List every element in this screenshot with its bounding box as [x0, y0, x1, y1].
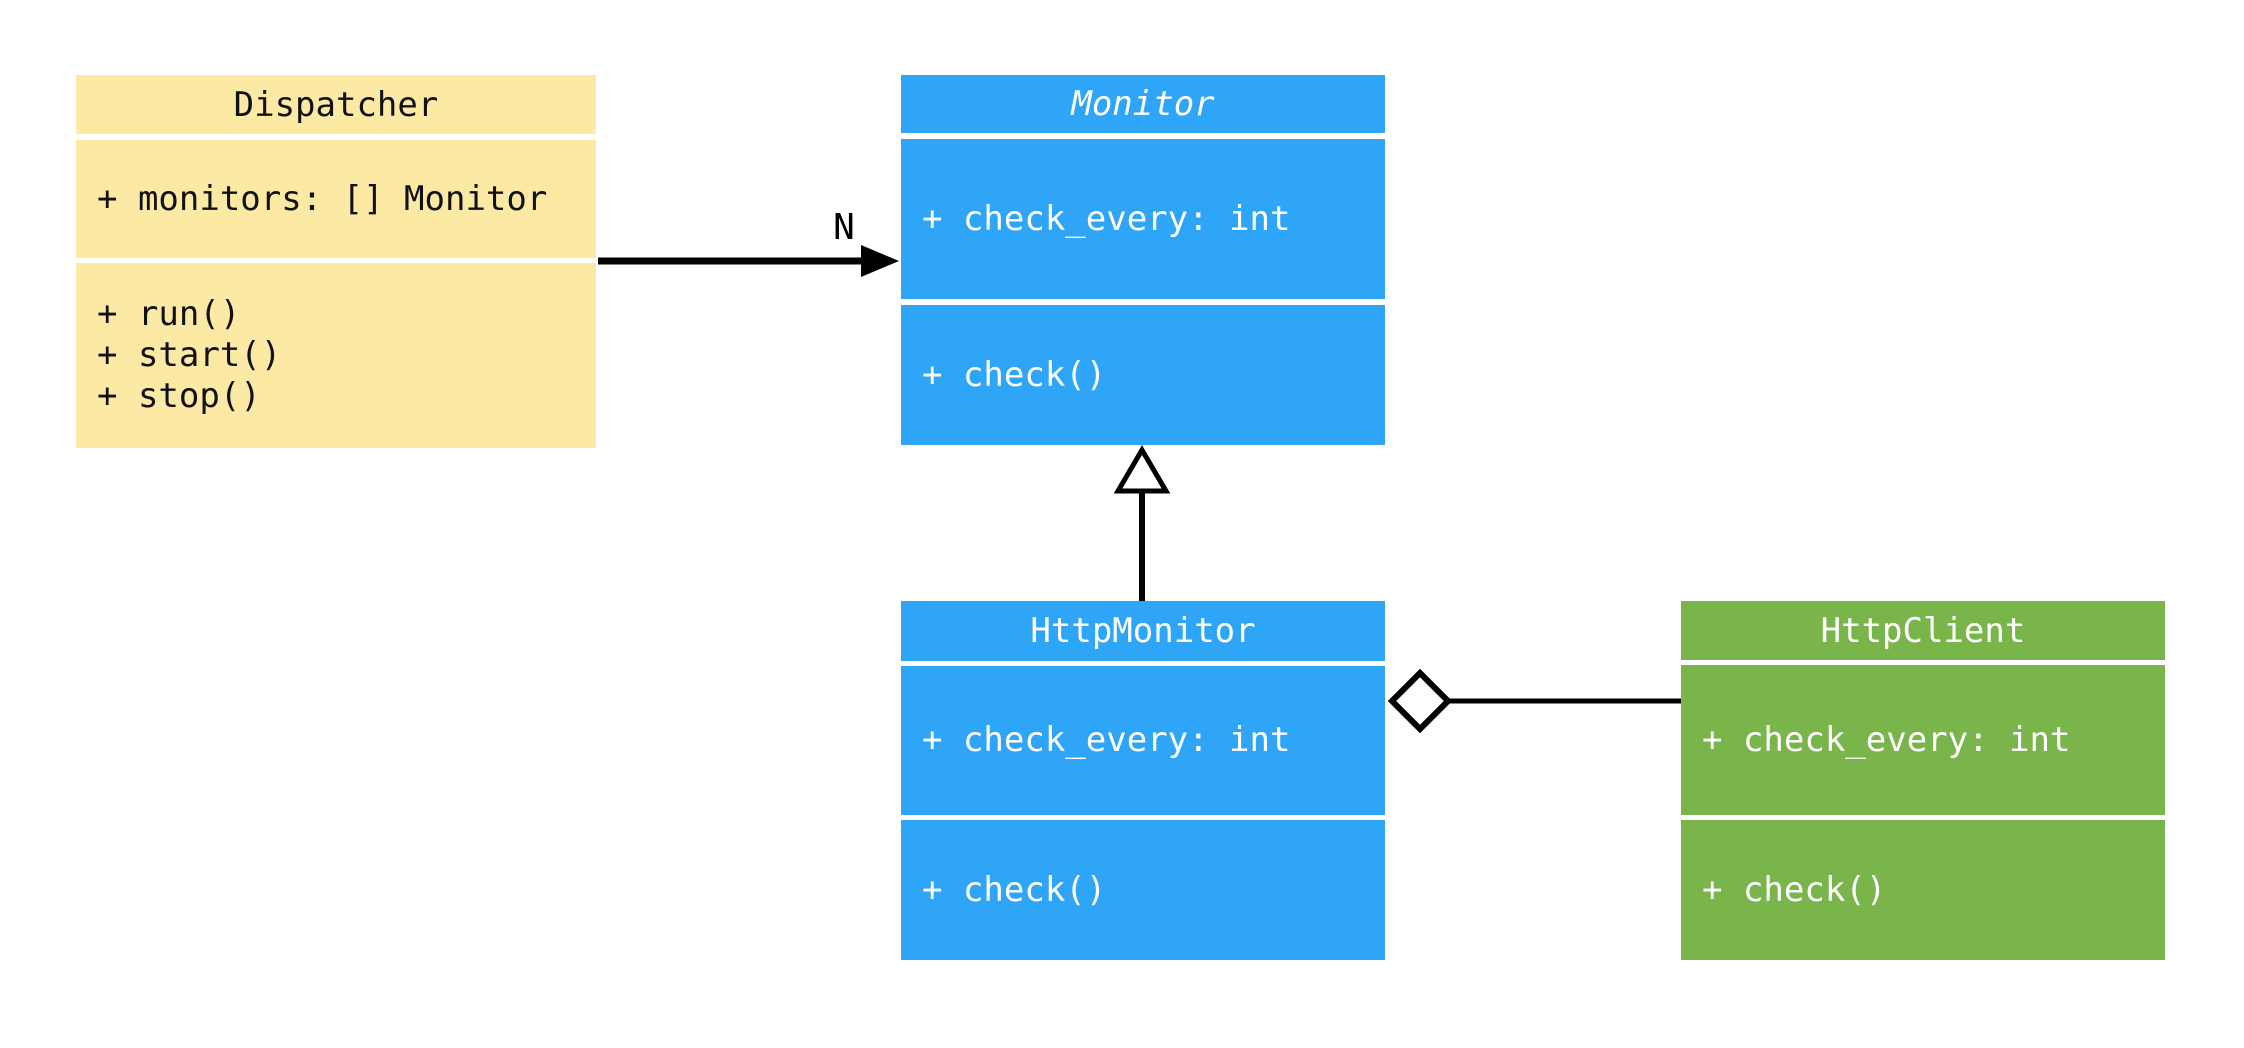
- class-attributes-section: + monitors: [] Monitor: [76, 140, 596, 258]
- multiplicity-label: N: [833, 207, 855, 248]
- association-connector[interactable]: [598, 245, 899, 277]
- class-title-section: HttpMonitor: [901, 601, 1385, 661]
- aggregation-connector[interactable]: [1387, 668, 1681, 734]
- method-line: + run(): [97, 294, 241, 334]
- class-name: HttpMonitor: [1030, 611, 1256, 651]
- class-name: HttpClient: [1820, 610, 2026, 651]
- aggregation-diamond-icon: [1387, 668, 1453, 734]
- method-line: + check(): [1702, 869, 1887, 910]
- method-line: + check(): [922, 869, 1107, 910]
- attribute-line: + check_every: int: [1702, 719, 2071, 760]
- class-methods-section: + check(): [901, 305, 1385, 445]
- attribute-line: + check_every: int: [922, 720, 1291, 760]
- class-methods-section: + check(): [901, 820, 1385, 960]
- attribute-line: + monitors: [] Monitor: [97, 178, 548, 219]
- class-attributes-section: + check_every: int: [901, 139, 1385, 299]
- class-methods-section: + run() + start() + stop(): [76, 263, 596, 448]
- class-name: Monitor: [1071, 84, 1215, 124]
- inheritance-triangle-icon: [1113, 445, 1171, 494]
- class-box-httpmonitor[interactable]: HttpMonitor + check_every: int + check(): [901, 601, 1385, 960]
- class-attributes-section: + check_every: int: [1681, 665, 2165, 815]
- class-title-section: Monitor: [901, 75, 1385, 133]
- method-line: + check(): [922, 354, 1107, 395]
- class-box-dispatcher[interactable]: Dispatcher + monitors: [] Monitor + run(…: [76, 75, 596, 448]
- inheritance-connector[interactable]: [1113, 445, 1171, 601]
- class-name: Dispatcher: [233, 84, 439, 125]
- class-box-httpclient[interactable]: HttpClient + check_every: int + check(): [1681, 601, 2165, 960]
- attribute-line: + check_every: int: [922, 198, 1291, 239]
- class-methods-section: + check(): [1681, 820, 2165, 960]
- method-line: + start(): [97, 335, 282, 375]
- class-box-monitor[interactable]: Monitor + check_every: int + check(): [901, 75, 1385, 445]
- association-arrowhead-icon: [861, 245, 899, 277]
- class-title-section: HttpClient: [1681, 601, 2165, 660]
- class-title-section: Dispatcher: [76, 75, 596, 134]
- method-line: + stop(): [97, 376, 261, 416]
- class-attributes-section: + check_every: int: [901, 666, 1385, 815]
